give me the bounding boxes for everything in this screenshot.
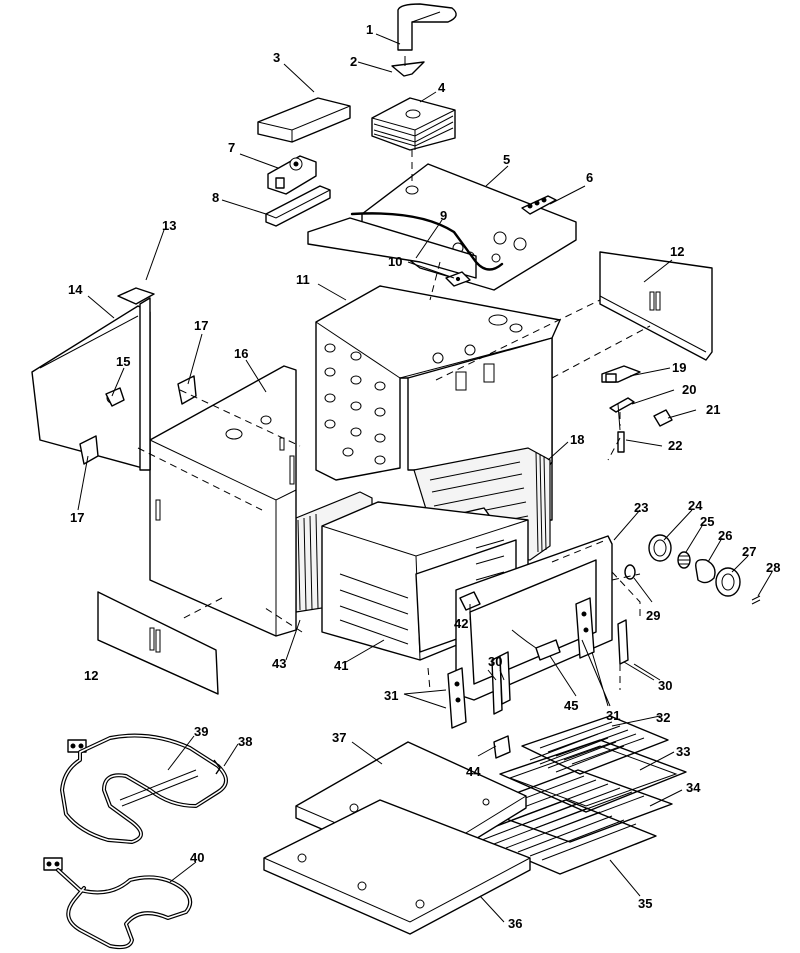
leader-lines (77, 33, 773, 923)
part-hinge-receiver-center (499, 651, 511, 705)
callout-29: 29 (646, 608, 660, 623)
part-bottom-pan (263, 799, 531, 935)
callout-30-right: 30 (658, 678, 672, 693)
part-clip (445, 271, 471, 287)
callout-36: 36 (508, 916, 522, 931)
part-switch-assembly (267, 155, 317, 195)
callout-23: 23 (634, 500, 648, 515)
part-hinge-bracket-upper (177, 375, 197, 405)
callout-41: 41 (334, 658, 348, 673)
callout-12-rear-left: 12 (84, 668, 98, 683)
part-broiler-grid (521, 715, 669, 775)
part-broil-element (60, 733, 228, 844)
part-switch-small (653, 409, 673, 427)
part-latch-bracket (609, 397, 635, 431)
part-hinge-left (447, 667, 467, 729)
part-rear-panel-left (97, 591, 219, 695)
callout-11: 11 (296, 272, 310, 287)
callout-25: 25 (700, 514, 714, 529)
callout-12-rear-right: 12 (670, 244, 684, 259)
callout-3: 3 (273, 50, 280, 65)
part-door-stop (493, 735, 511, 759)
callout-26: 26 (718, 528, 732, 543)
callout-30-left: 30 (488, 654, 502, 669)
part-broiler-pan (499, 739, 687, 813)
part-wire-clip (105, 387, 125, 407)
callout-31-right: 31 (606, 708, 620, 723)
callout-33: 33 (676, 744, 690, 759)
callout-8: 8 (212, 190, 219, 205)
callout-18: 18 (570, 432, 584, 447)
callout-37: 37 (332, 730, 346, 745)
part-side-panel (149, 365, 297, 637)
callout-5: 5 (503, 152, 510, 167)
assembly-dashed-lines (137, 150, 651, 691)
callout-10: 10 (388, 254, 402, 269)
callout-35: 35 (638, 896, 652, 911)
part-hinge-right (575, 597, 595, 659)
part-hinge-bracket-lower (79, 435, 99, 465)
part-element-terminal (459, 591, 481, 611)
part-terminal-block (521, 195, 557, 215)
callout-21: 21 (706, 402, 720, 417)
part-vent-baffle (391, 56, 425, 77)
callout-43: 43 (272, 656, 286, 671)
part-wire-harness (307, 212, 504, 279)
callout-44: 44 (466, 764, 481, 779)
callout-1: 1 (366, 22, 373, 37)
callout-17-upper: 17 (194, 318, 208, 333)
part-lamp-clip (751, 595, 761, 605)
part-screw (617, 431, 625, 453)
callout-19: 19 (672, 360, 686, 375)
callout-38: 38 (238, 734, 252, 749)
part-lamp-socket (677, 551, 691, 569)
callout-39: 39 (194, 724, 208, 739)
callout-9: 9 (440, 208, 447, 223)
part-door-switch (511, 629, 561, 661)
part-hinge-receiver-right (617, 619, 629, 665)
callout-22: 22 (668, 438, 682, 453)
callout-42: 42 (454, 616, 468, 631)
callout-6: 6 (586, 170, 593, 185)
callout-7: 7 (228, 140, 235, 155)
part-lamp-bulb (695, 558, 716, 584)
callout-2: 2 (350, 54, 357, 69)
callout-31-left: 31 (384, 688, 398, 703)
callout-20: 20 (682, 382, 696, 397)
part-latch (601, 365, 641, 383)
callout-labels: 1 2 3 4 5 6 7 8 9 10 11 12 12 13 14 15 1… (68, 22, 780, 931)
callout-16: 16 (234, 346, 248, 361)
part-control-cover (257, 97, 351, 143)
part-insulation-block (371, 97, 456, 151)
callout-24: 24 (688, 498, 703, 513)
callout-4: 4 (438, 80, 446, 95)
part-corner-bracket (117, 287, 155, 471)
part-bake-element (43, 857, 193, 950)
part-rear-panel-right (599, 251, 713, 361)
part-hinge-receiver-left (491, 655, 503, 715)
part-mounting-bracket (265, 185, 331, 227)
callout-34: 34 (686, 780, 701, 795)
part-vent-duct (397, 3, 457, 51)
part-lamp-holder (624, 564, 636, 580)
callout-32: 32 (656, 710, 670, 725)
callout-17-lower: 17 (70, 510, 84, 525)
part-element-clip (213, 759, 221, 775)
part-lamp-lens (715, 567, 741, 597)
callout-13: 13 (162, 218, 176, 233)
callout-45: 45 (564, 698, 578, 713)
callout-27: 27 (742, 544, 756, 559)
callout-40: 40 (190, 850, 204, 865)
part-lamp-cover-ring (648, 534, 672, 562)
callout-28: 28 (766, 560, 780, 575)
callout-14: 14 (68, 282, 83, 297)
callout-15: 15 (116, 354, 130, 369)
